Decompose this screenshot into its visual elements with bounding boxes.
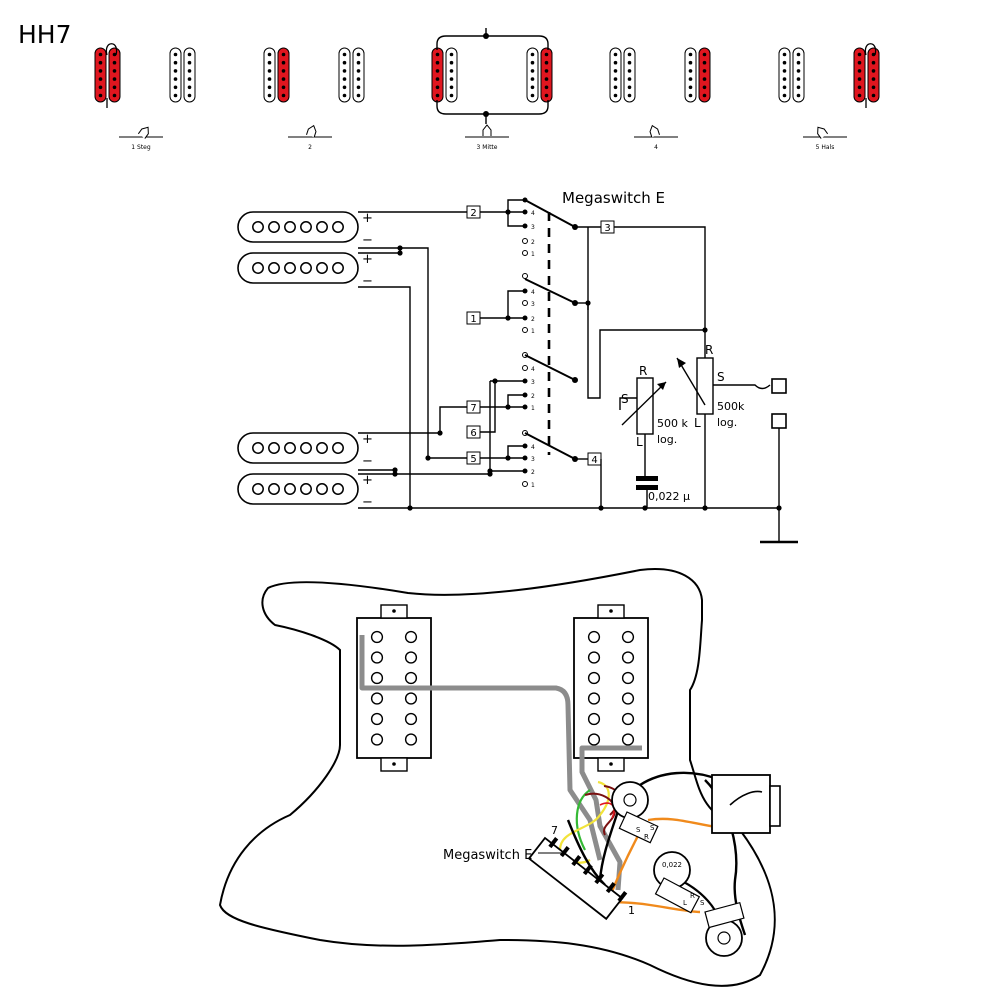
svg-text:2: 2 <box>531 239 535 246</box>
svg-text:4: 4 <box>591 455 597 466</box>
position-label: 5 Hals <box>816 144 835 151</box>
svg-text:R: R <box>639 364 647 378</box>
svg-text:R: R <box>705 343 713 357</box>
schematic-switch-label: Megaswitch E <box>562 189 665 207</box>
bridge-pickup-cable <box>359 635 603 861</box>
megaswitch-body: 7 1 <box>527 824 635 921</box>
polarity-minus: − <box>362 454 373 469</box>
switch-position-1: 1 Steg <box>94 43 196 151</box>
svg-text:S: S <box>700 899 705 907</box>
svg-text:1: 1 <box>470 314 476 325</box>
svg-text:1: 1 <box>531 405 535 412</box>
svg-text:2: 2 <box>531 469 535 476</box>
polarity-minus: − <box>362 495 373 510</box>
wiring-switch-label: Megaswitch E <box>443 848 532 863</box>
output-jack-symbol <box>760 378 798 544</box>
svg-text:L: L <box>683 899 687 907</box>
svg-text:3: 3 <box>531 224 535 231</box>
volume-pot-body: S R S <box>611 781 659 844</box>
switch-wafer-2 <box>480 273 588 333</box>
position-label: 4 <box>654 144 658 151</box>
svg-text:1: 1 <box>531 328 535 335</box>
svg-text:R: R <box>644 833 649 841</box>
position-label: 1 Steg <box>131 144 151 151</box>
tone-pot-body: 0,022 L R S <box>653 851 705 914</box>
volume-pot-value: 500k <box>717 400 745 413</box>
neck-pickup-cable <box>579 745 642 891</box>
svg-text:L: L <box>694 416 701 430</box>
polarity-plus: + <box>362 432 373 447</box>
schematic-terminal-1: 1 <box>466 311 481 325</box>
switch-lug-1-label: 1 <box>628 904 635 917</box>
schematic-terminal-2: 2 <box>466 205 481 219</box>
svg-text:0,022 µ: 0,022 µ <box>648 490 690 503</box>
svg-text:4: 4 <box>531 444 535 451</box>
pickguard-wiring: S R S 0,022 L R S 7 1 <box>218 568 781 987</box>
tone-pot: R S L 500 k log. <box>619 364 688 476</box>
cap-label: 0,022 <box>662 861 682 869</box>
svg-text:3: 3 <box>531 301 535 308</box>
output-jack <box>711 774 781 834</box>
svg-text:S: S <box>636 826 641 834</box>
svg-text:3: 3 <box>531 379 535 386</box>
position-label: 2 <box>308 144 312 151</box>
schematic-pickup-3 <box>237 432 359 464</box>
svg-text:4: 4 <box>531 289 535 296</box>
svg-text:2: 2 <box>531 393 535 400</box>
svg-text:S: S <box>650 824 655 832</box>
tone-pot-taper: log. <box>657 433 677 446</box>
svg-text:6: 6 <box>470 428 476 439</box>
schematic: + − + − + − + − 2 1 7 6 5 3 4 Megaswitch… <box>237 189 798 544</box>
switch-position-strip: 1 Steg 2 3 Mitte 4 5 Hals <box>94 28 880 151</box>
schematic-terminal-7: 7 <box>466 400 481 414</box>
polarity-minus: − <box>362 233 373 248</box>
switch-position-3: 3 Mitte <box>431 28 553 151</box>
schematic-pickup-2 <box>237 252 359 284</box>
polarity-plus: + <box>362 252 373 267</box>
svg-text:1: 1 <box>531 251 535 258</box>
tone-pot-value: 500 k <box>657 417 688 430</box>
schematic-terminal-6: 6 <box>466 425 481 439</box>
tone-pot-2-body <box>704 901 745 957</box>
switch-wafer-4 <box>480 381 602 508</box>
svg-text:4: 4 <box>531 366 535 373</box>
svg-text:5: 5 <box>470 454 476 465</box>
pickguard-outline <box>218 568 776 987</box>
svg-text:3: 3 <box>531 456 535 463</box>
svg-text:S: S <box>717 370 725 384</box>
schematic-pickup-4 <box>237 473 359 505</box>
svg-text:4: 4 <box>531 210 535 217</box>
svg-text:L: L <box>636 435 643 449</box>
svg-text:1: 1 <box>531 482 535 489</box>
polarity-plus: + <box>362 211 373 226</box>
svg-text:2: 2 <box>470 208 476 219</box>
diagram-title: HH7 <box>18 20 72 49</box>
svg-text:2: 2 <box>531 316 535 323</box>
polarity-minus: − <box>362 274 373 289</box>
volume-pot-taper: log. <box>717 416 737 429</box>
svg-text:R: R <box>690 892 695 900</box>
tone-capacitor: 0,022 µ <box>636 476 690 508</box>
polarity-plus: + <box>362 473 373 488</box>
svg-text:S: S <box>621 392 629 406</box>
switch-position-4: 4 <box>609 47 711 151</box>
position-label: 3 Mitte <box>477 144 498 151</box>
switch-position-5: 5 Hals <box>778 43 880 151</box>
svg-text:7: 7 <box>470 403 476 414</box>
schematic-terminal-5: 5 <box>466 451 481 465</box>
schematic-pickup-1 <box>237 211 359 243</box>
svg-text:3: 3 <box>604 223 610 234</box>
volume-pot: R S L 500k log. <box>676 343 771 508</box>
switch-lug-7-label: 7 <box>551 824 558 837</box>
neck-humbucker <box>573 604 649 772</box>
switch-wafer-1 <box>480 197 601 310</box>
schematic-terminal-4: 4 <box>587 452 602 466</box>
schematic-terminal-3: 3 <box>600 220 615 234</box>
switch-position-2: 2 <box>263 47 365 151</box>
